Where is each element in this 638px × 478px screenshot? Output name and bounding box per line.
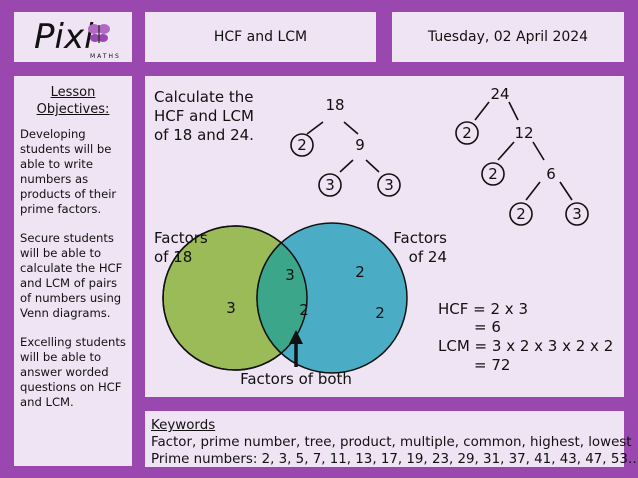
venn-right-label-line-2: of 24 [409, 248, 447, 266]
date-panel: Tuesday, 02 April 2024 [392, 12, 624, 62]
venn-both-factor-2: 2 [299, 301, 309, 319]
venn-both-factor-3: 3 [285, 266, 295, 284]
hcf-result: = 6 [474, 318, 501, 336]
keywords-heading: Keywords [151, 418, 216, 433]
factor-tree-18: 18 2 9 3 3 [290, 96, 401, 197]
tree18-leaf-2: 2 [297, 136, 307, 154]
arrow-up-icon [289, 330, 303, 367]
logo-subtext: MATHS [90, 53, 121, 60]
objective-secure: Secure students will be able to calculat… [20, 231, 123, 320]
hcf-working: HCF = 2 x 3 [438, 300, 528, 318]
title-panel: HCF and LCM [145, 12, 376, 62]
question-text: Calculate the HCF and LCM of 18 and 24. [154, 88, 254, 144]
tree24-leaf-2a: 2 [462, 124, 472, 142]
question-line-1: Calculate the [154, 88, 253, 106]
tree18-branch-9: 9 [355, 136, 365, 154]
factor-tree-24: 24 2 12 2 6 2 3 [455, 85, 589, 226]
objective-developing: Developing students will be able to writ… [20, 127, 117, 216]
tree24-leaf-2c: 2 [516, 205, 526, 223]
main-panel: Calculate the HCF and LCM of 18 and 24. … [145, 76, 624, 397]
question-line-2: HCF and LCM [154, 107, 254, 125]
logo-text: Pixi [34, 17, 94, 57]
lesson-title: HCF and LCM [213, 29, 308, 45]
tree18-root: 18 [325, 96, 344, 114]
tree24-leaf-2b: 2 [488, 165, 498, 183]
keywords-list: Factor, prime number, tree, product, mul… [151, 435, 632, 450]
logo-panel: Pixi MATHS [14, 12, 132, 62]
tree18-leaf-3b: 3 [384, 176, 394, 194]
venn-diagram: Factors of 18 Factors of 24 3 3 2 2 2 Fa… [154, 222, 447, 388]
lcm-result: = 72 [474, 356, 510, 374]
venn-left-label-line-2: of 18 [154, 248, 192, 266]
objective-excelling: Excelling students will be able to answe… [20, 335, 126, 409]
venn-left-label-line-1: Factors [154, 229, 208, 247]
pixi-maths-logo: Pixi MATHS [34, 17, 121, 60]
venn-right-factor-bottom: 2 [375, 304, 385, 322]
tree24-leaf-3: 3 [572, 205, 582, 223]
question-line-3: of 18 and 24. [154, 126, 254, 144]
worked-example: Calculate the HCF and LCM of 18 and 24. … [154, 85, 613, 388]
lcm-working: LCM = 3 x 2 x 3 x 2 x 2 [438, 337, 613, 355]
butterfly-icon [88, 24, 110, 43]
keywords-panel: Keywords Factor, prime number, tree, pro… [145, 411, 638, 467]
venn-left-only-factor: 3 [226, 299, 236, 317]
tree18-leaf-3a: 3 [325, 176, 335, 194]
objectives-panel: Lesson Objectives: Developing students w… [14, 76, 132, 466]
lesson-date: Tuesday, 02 April 2024 [427, 29, 589, 45]
tree24-branch-6: 6 [546, 165, 556, 183]
prime-numbers-list: Prime numbers: 2, 3, 5, 7, 11, 13, 17, 1… [151, 452, 638, 467]
answers: HCF = 2 x 3 = 6 LCM = 3 x 2 x 3 x 2 x 2 … [438, 300, 613, 374]
venn-right-label-line-1: Factors [393, 229, 447, 247]
tree24-branch-12: 12 [514, 124, 533, 142]
objectives-heading-text: Lesson Objectives [36, 85, 106, 117]
venn-right-factor-top: 2 [355, 263, 365, 281]
objectives-heading: Lesson Objectives: [36, 85, 110, 117]
tree24-root: 24 [490, 85, 509, 103]
venn-both-caption: Factors of both [240, 370, 352, 388]
